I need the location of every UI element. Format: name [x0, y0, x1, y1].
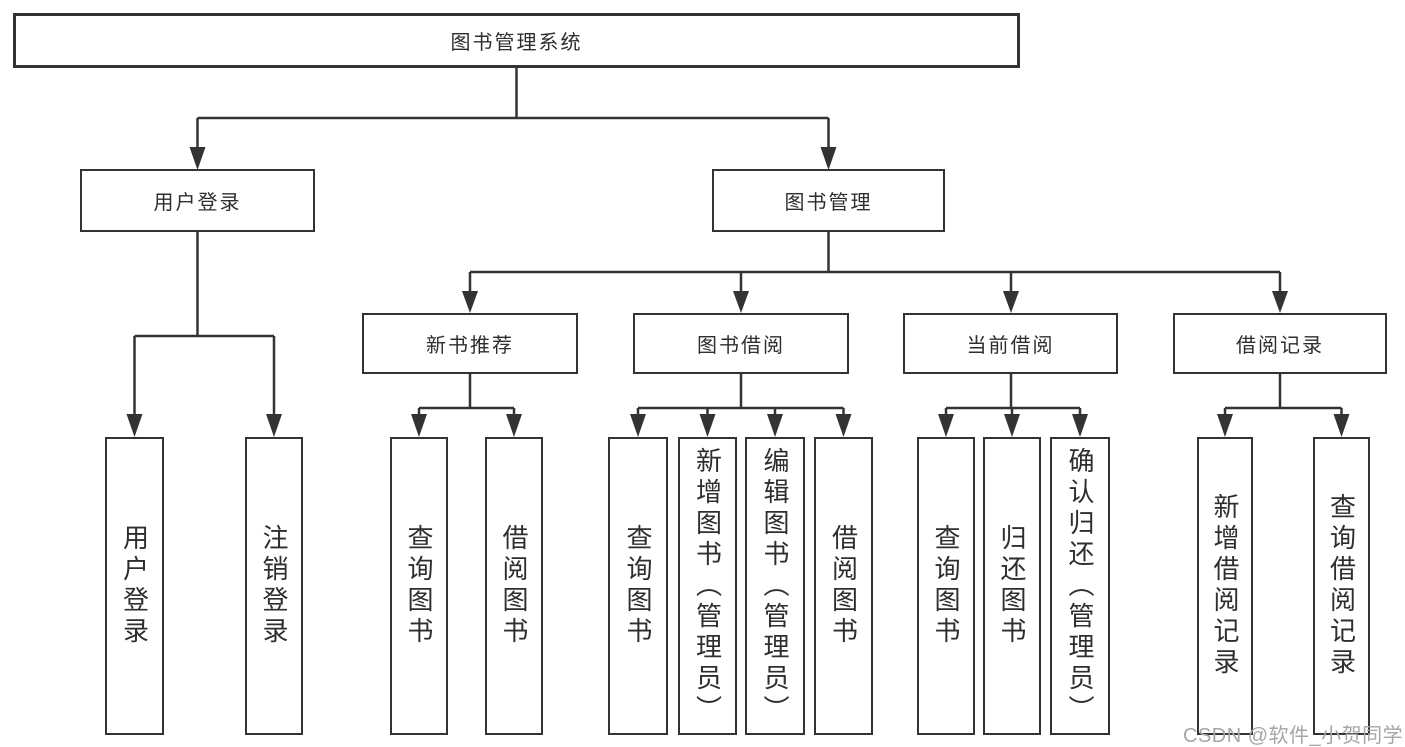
node-label: 查询借阅记录 — [1326, 493, 1357, 679]
node-label: 新增借阅记录 — [1210, 493, 1240, 679]
arrowhead-icon — [1003, 291, 1019, 313]
arrowhead-icon — [126, 414, 143, 437]
node-label: 归还图书 — [997, 524, 1027, 648]
node-label: 确认归还（管理员） — [1065, 446, 1095, 726]
node-new-book-recommend: 新书推荐 — [362, 313, 578, 374]
arrowhead-icon — [835, 414, 852, 437]
node-label: 查询图书 — [931, 524, 961, 648]
leaf-add-borrow-record: 新增借阅记录 — [1197, 437, 1253, 735]
node-label: 图书管理 — [784, 192, 873, 214]
arrowhead-icon — [1072, 414, 1088, 437]
node-label: 用户登录 — [153, 192, 242, 214]
arrowhead-icon — [506, 414, 522, 437]
node-label: 注销登录 — [259, 524, 289, 648]
connector-new-book-to-leaves — [411, 374, 522, 437]
arrowhead-icon — [1004, 414, 1020, 437]
arrowhead-icon — [733, 291, 749, 313]
connector-root-to-level2 — [189, 68, 837, 170]
node-book-borrow: 图书借阅 — [633, 313, 849, 374]
leaf-edit-book-admin: 编辑图书（管理员） — [745, 437, 805, 735]
arrowhead-icon — [462, 291, 478, 313]
node-label: 查询图书 — [623, 524, 653, 648]
arrowhead-icon — [266, 414, 282, 437]
connector-borrow-records-to-leaves — [1217, 374, 1350, 437]
leaf-query-borrow-record: 查询借阅记录 — [1313, 437, 1370, 735]
arrowhead-icon — [699, 414, 716, 437]
leaf-query-books-current: 查询图书 — [917, 437, 975, 735]
node-label: 借阅图书 — [828, 524, 859, 648]
node-label: 新书推荐 — [426, 335, 514, 357]
connector-current-borrow-to-leaves — [938, 374, 1088, 437]
arrowhead-icon — [411, 414, 427, 437]
node-label: 新增图书（管理员） — [692, 446, 723, 726]
node-label: 查询图书 — [404, 524, 434, 648]
node-label: 编辑图书（管理员） — [760, 446, 790, 726]
arrowhead-icon — [820, 147, 837, 170]
arrowhead-icon — [767, 414, 783, 437]
arrowhead-icon — [1272, 291, 1288, 313]
node-book-management: 图书管理 — [712, 169, 945, 232]
node-label: 图书借阅 — [697, 335, 785, 357]
node-user-login: 用户登录 — [80, 169, 315, 232]
node-label: 借阅图书 — [499, 524, 529, 648]
leaf-confirm-return-admin: 确认归还（管理员） — [1050, 437, 1110, 735]
connector-book-mgmt-to-level3 — [462, 232, 1288, 313]
arrowhead-icon — [1217, 414, 1233, 437]
node-label: 当前借阅 — [966, 335, 1055, 357]
node-borrow-records: 借阅记录 — [1173, 313, 1387, 374]
node-label: 图书管理系统 — [450, 32, 583, 54]
node-label: 用户登录 — [119, 524, 150, 648]
leaf-add-book-admin: 新增图书（管理员） — [678, 437, 737, 735]
leaf-query-books-borrow: 查询图书 — [608, 437, 668, 735]
arrowhead-icon — [189, 147, 206, 170]
node-current-borrow: 当前借阅 — [903, 313, 1118, 374]
leaf-user-login: 用户登录 — [105, 437, 164, 735]
leaf-borrow-books: 借阅图书 — [814, 437, 873, 735]
arrowhead-icon — [1333, 414, 1350, 437]
watermark: CSDN @软件_小贺同学 — [1183, 725, 1404, 747]
leaf-return-books: 归还图书 — [983, 437, 1041, 735]
leaf-borrow-books-recommend: 借阅图书 — [485, 437, 543, 735]
arrowhead-icon — [630, 414, 646, 437]
node-label: 借阅记录 — [1236, 335, 1324, 357]
arrowhead-icon — [938, 414, 954, 437]
connector-book-borrow-to-leaves — [630, 374, 852, 437]
leaf-query-books-recommend: 查询图书 — [390, 437, 448, 735]
connector-user-login-to-leaves — [126, 232, 282, 437]
node-root-system: 图书管理系统 — [13, 13, 1020, 68]
leaf-logout: 注销登录 — [245, 437, 303, 735]
